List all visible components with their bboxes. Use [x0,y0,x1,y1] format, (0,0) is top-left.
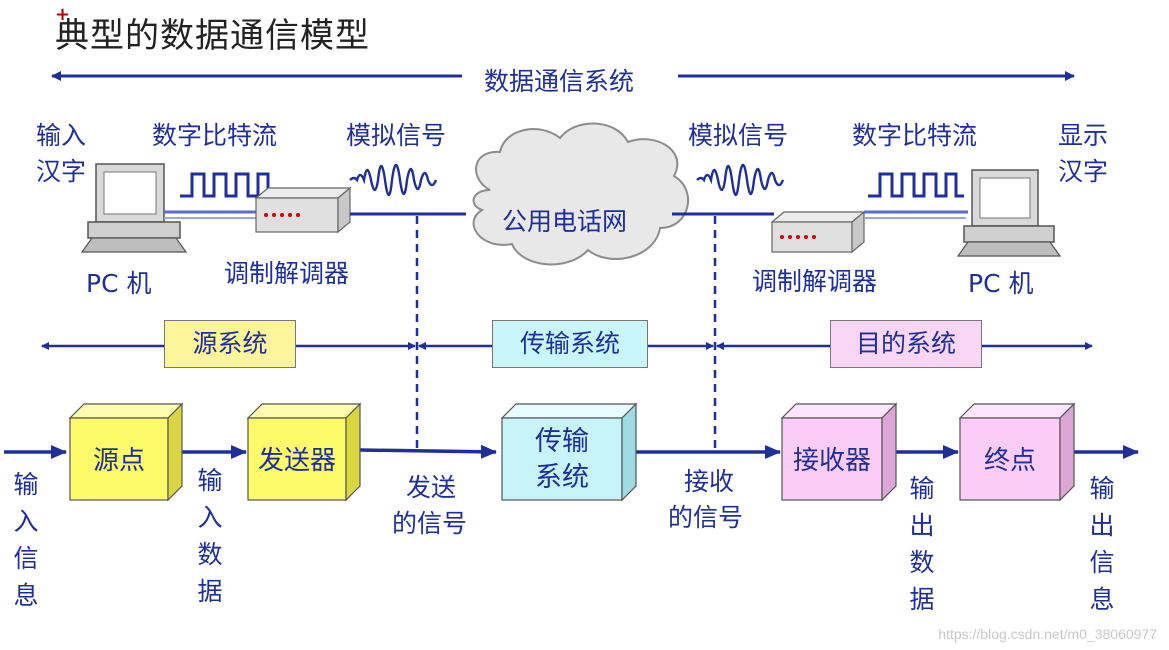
output-info-label: 输 出 信 息 [1086,470,1118,618]
block-receiver: 接收器 [792,446,871,476]
destination-system-tag: 目的系统 [830,320,982,368]
page-title: 典型的数据通信模型 [55,16,370,56]
system-label: 数据通信系统 [478,62,641,98]
input-info-label: 输 入 信 息 [10,466,42,614]
title-bullet-icon: + [55,4,71,25]
output-info-char: 输 [1089,474,1115,503]
input-data-char: 入 [197,503,223,532]
output-data-char: 输 [909,474,935,503]
output-data-label: 输 出 数 据 [906,470,938,618]
block-receiver-shape [780,402,898,502]
modem-icon-left [254,186,352,234]
bitstream-label-left: 数字比特流 [152,121,278,150]
pc-computer-icon-left [80,163,188,253]
source-system-tag: 源系统 [164,320,296,368]
pc-computer-icon-right [956,169,1062,257]
input-data-char: 据 [197,577,223,606]
output-data-char: 数 [909,548,935,577]
display-chars-label-line1: 显示 [1058,121,1109,150]
input-chars-label-line1: 输入 [36,121,87,150]
input-info-char: 输 [13,470,39,499]
sent-signal-label-line1: 发送 [406,473,457,502]
modem-label-left: 调制解调器 [224,259,350,288]
output-data-char: 出 [909,511,935,540]
input-chars-label-line2: 汉字 [36,157,87,186]
pc-label-right: PC 机 [968,269,1034,298]
output-data-char: 据 [909,585,935,614]
output-info-char: 息 [1089,585,1115,614]
block-source-point: 源点 [92,446,145,476]
block-transmission-system-line1: 传输 [535,426,589,457]
transmission-system-tag: 传输系统 [492,320,648,368]
flow-arrow-transmitter-transmission [359,444,497,459]
block-transmitter: 发送器 [257,446,336,476]
analog-signal-label-left: 模拟信号 [346,121,447,150]
output-info-char: 出 [1089,511,1115,540]
network-label: 公用电话网 [502,207,628,236]
analog-wave-left [349,163,438,197]
bitstream-label-right: 数字比特流 [852,121,978,150]
modem-label-right: 调制解调器 [752,267,878,296]
received-signal-label-line2: 的信号 [668,503,744,532]
block-destination-point: 终点 [983,446,1036,476]
input-data-char: 输 [197,466,223,495]
block-transmission-system-line2: 系统 [535,462,589,493]
bitstream-wave-left [180,172,276,198]
input-info-char: 息 [13,581,39,610]
block-destination-point-shape [958,402,1076,502]
pc-label-left: PC 机 [86,269,152,298]
input-data-char: 数 [197,540,223,569]
bitstream-wave-right [868,172,964,198]
block-transmission-system-shape [500,402,638,502]
received-signal-label-line1: 接收 [684,467,735,496]
block-transmitter-shape [246,402,362,502]
display-chars-label-line2: 汉字 [1058,157,1109,186]
sent-signal-label-line2: 的信号 [392,509,468,538]
modem-icon-right [770,210,866,254]
input-info-char: 信 [13,544,39,573]
block-source-point-shape [68,402,184,502]
input-data-label: 输 入 数 据 [194,462,226,610]
analog-signal-label-right: 模拟信号 [688,121,789,150]
output-info-char: 信 [1089,548,1115,577]
input-info-char: 入 [13,507,39,536]
watermark: https://blog.csdn.net/m0_38060977 [938,626,1157,642]
public-network-cloud [472,122,690,266]
analog-wave-right [696,163,785,197]
